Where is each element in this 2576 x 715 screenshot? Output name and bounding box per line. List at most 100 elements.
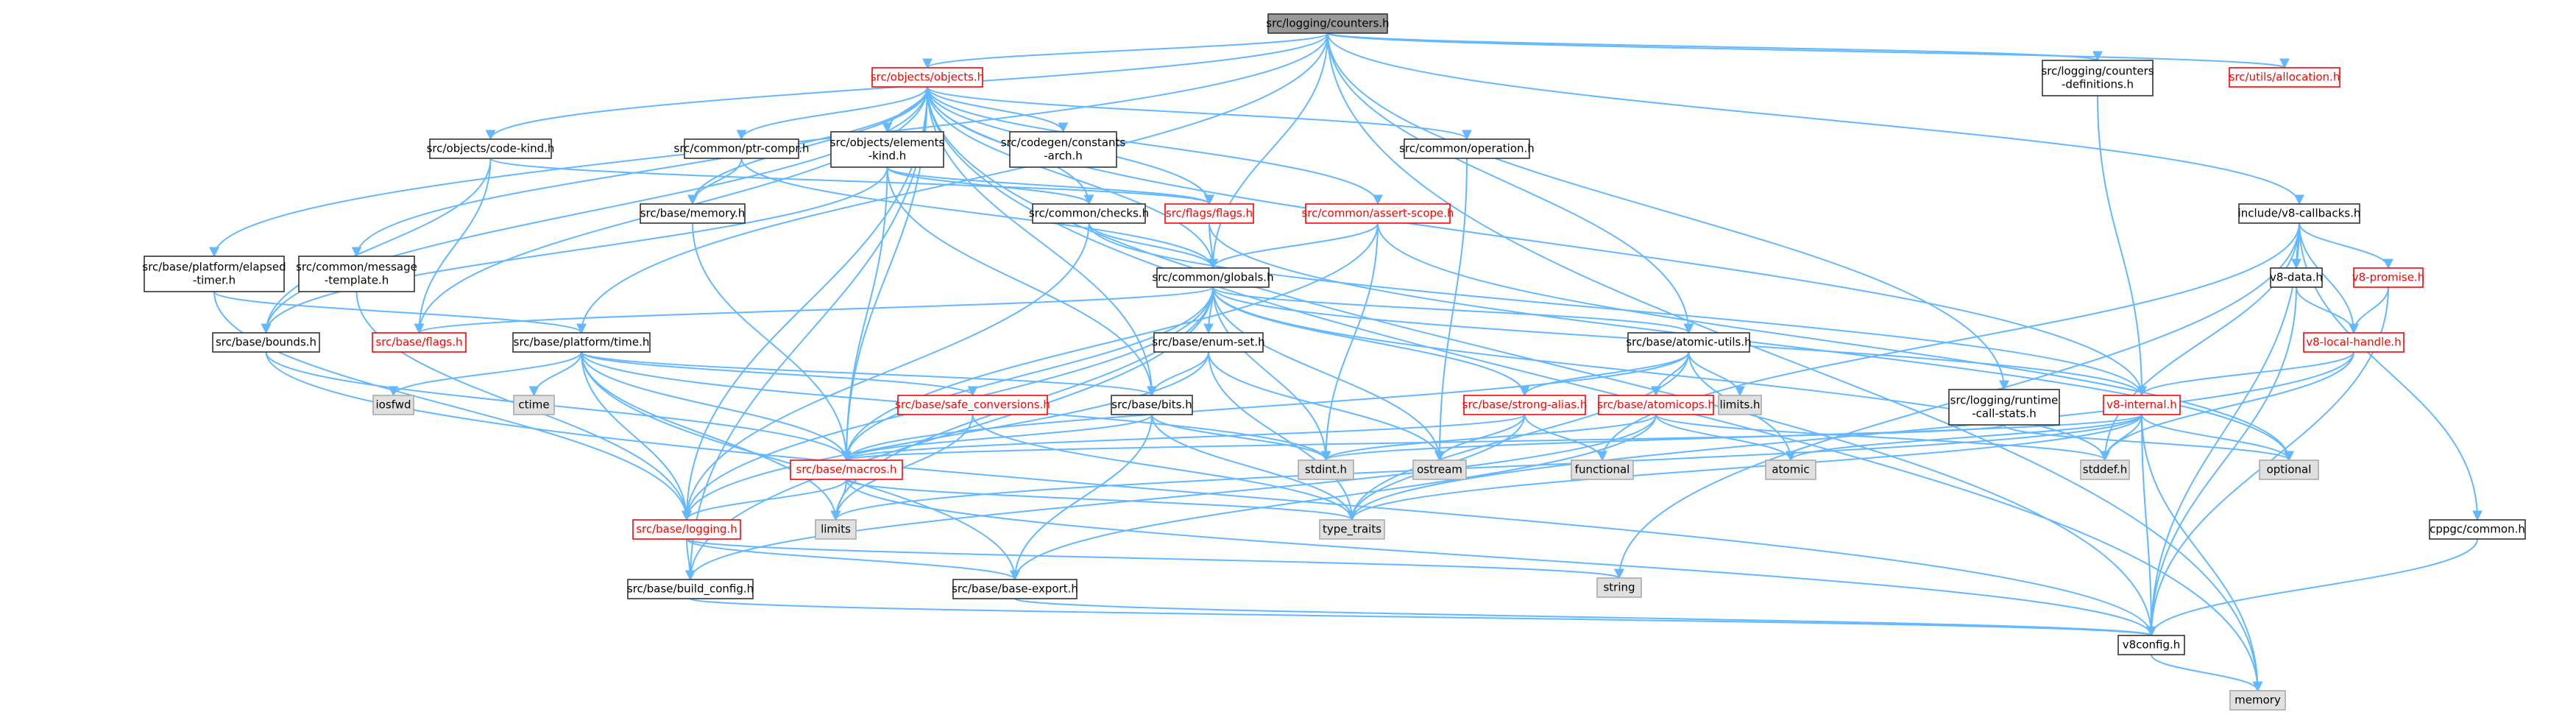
node-box-ctime [513,395,555,415]
edge-root-to-counters_def [1327,32,2103,62]
node-strong_alias[interactable]: src/base/strong-alias.h [1462,395,1588,415]
node-label-msg_template: src/common/message [296,261,417,274]
node-atomic_utils[interactable]: src/base/atomic-utils.h [1626,332,1752,353]
node-label-enum_set: src/base/enum-set.h [1152,336,1264,349]
node-logging[interactable]: src/base/logging.h [632,519,741,540]
node-box-type_traits [1319,519,1385,540]
edge-layer [209,32,2483,692]
node-code_kind[interactable]: src/objects/code-kind.h [427,138,555,159]
node-bounds[interactable]: src/base/bounds.h [212,332,320,353]
node-label-counters_def: -definitions.h [2062,78,2134,91]
node-operation[interactable]: src/common/operation.h [1399,138,1535,159]
node-label-optional: optional [2267,463,2312,476]
node-v8config[interactable]: v8config.h [2117,635,2185,655]
node-base_export[interactable]: src/base/base-export.h [952,579,1078,599]
node-bits[interactable]: src/base/bits.h [1111,395,1193,415]
node-v8_local_handle[interactable]: v8-local-handle.h [2303,332,2405,353]
edge-atomic_utils-to-strong_alias [1519,351,1690,397]
node-label-v8_data: v8-data.h [2270,271,2323,284]
node-label-limits: limits [821,523,851,536]
node-label-codegen_consts: -arch.h [1044,149,1082,163]
node-label-atomic_utils: src/base/atomic-utils.h [1626,336,1751,349]
node-utils_alloc[interactable]: src/utils/allocation.h [2229,67,2340,88]
node-base_flags[interactable]: src/base/flags.h [372,332,467,353]
node-msg_template[interactable]: src/common/message-template.h [296,256,417,292]
node-ptr_compr[interactable]: src/common/ptr-compr.h [674,138,810,159]
node-box-counters_def [2042,60,2154,96]
node-box-v8_promise [2353,267,2424,288]
edge-checks-to-v8_internal [1088,222,2147,397]
node-cppgc_common[interactable]: cppgc/common.h [2429,519,2526,540]
edge-ptr_compr-to-globals [740,158,1218,270]
edge-v8_internal-to-memory [2141,414,2263,692]
node-label-string: string [1603,581,1635,594]
node-rcs[interactable]: src/logging/runtime-call-stats.h [1948,389,2060,426]
node-box-bits [1111,395,1193,415]
edge-elements_kind-to-bounds [261,166,888,334]
node-flags_flags[interactable]: src/flags/flags.h [1164,203,1254,224]
node-base_memory[interactable]: src/base/memory.h [640,203,746,224]
node-macros[interactable]: src/base/macros.h [790,459,903,480]
edge-code_kind-to-bounds [261,158,492,334]
edge-atomic_utils-to-macros [841,351,1690,462]
node-label-functional: functional [1575,463,1630,476]
edge-atomicops-to-build_config [685,414,1657,581]
edge-elapsed_timer-to-platform_time [213,291,587,334]
node-label-elapsed_timer: -timer.h [193,274,236,287]
edge-v8_data-to-v8_local_handle [2296,286,2359,334]
node-box-v8_data [2270,267,2323,288]
node-box-safe_conv [897,395,1048,415]
node-objects[interactable]: src/objects/objects.h [871,67,984,88]
node-box-strong_alias [1463,395,1586,415]
node-safe_conv[interactable]: src/base/safe_conversions.h [895,395,1050,415]
node-platform_time[interactable]: src/base/platform/time.h [512,332,651,353]
node-v8_internal[interactable]: v8-internal.h [2103,395,2181,415]
node-box-root [1267,13,1388,34]
edge-atomicops-to-stdint [1320,414,1657,462]
node-enum_set[interactable]: src/base/enum-set.h [1152,332,1265,353]
node-box-codegen_consts [1009,131,1117,168]
node-counters_def[interactable]: src/logging/counters-definitions.h [2041,60,2154,96]
node-v8_callbacks[interactable]: include/v8-callbacks.h [2238,203,2361,224]
node-v8_promise[interactable]: v8-promise.h [2352,267,2424,288]
node-v8_data[interactable]: v8-data.h [2270,267,2323,288]
edge-platform_time-to-safe_conv [581,351,978,397]
edge-v8_callbacks-to-v8_local_handle [2299,222,2359,334]
edge-counters_def-to-v8_internal [2097,95,2147,397]
edge-root-to-atomic_utils [1327,32,1694,334]
edge-elements_kind-to-checks [886,166,1094,205]
node-label-strong_alias: src/base/strong-alias.h [1462,398,1588,412]
edge-platform_time-to-iosfwd [388,351,582,397]
node-label-base_flags: src/base/flags.h [375,336,462,349]
edge-bits-to-stdint [1151,414,1331,462]
edge-assert_scope-to-optional [1377,222,2294,462]
edge-code_kind-to-base_flags [414,158,492,334]
node-stddef: stddef.h [2080,459,2130,480]
node-build_config[interactable]: src/base/build_config.h [627,579,754,599]
node-globals[interactable]: src/common/globals.h [1152,267,1274,288]
edge-root-to-utils_alloc [1327,32,2290,69]
node-label-platform_time: src/base/platform/time.h [514,336,650,349]
edge-v8config-to-memory [2151,654,2263,692]
edge-checks-to-logging [682,222,1090,521]
node-box-v8config [2117,635,2185,655]
node-box-base_flags [372,332,467,353]
node-elements_kind[interactable]: src/objects/elements-kind.h [830,131,945,168]
node-box-base_export [952,579,1078,599]
node-box-functional [1571,459,1634,480]
node-root[interactable]: src/logging/counters.h [1266,13,1390,34]
node-checks[interactable]: src/common/checks.h [1029,203,1149,224]
edge-bounds-to-macros [265,351,852,462]
node-assert_scope[interactable]: src/common/assert-scope.h [1301,203,1454,224]
node-elapsed_timer[interactable]: src/base/platform/elapsed-timer.h [142,256,286,292]
node-codegen_consts[interactable]: src/codegen/constants-arch.h [1001,131,1126,168]
node-box-bounds [212,332,320,353]
node-label-stddef: stddef.h [2083,463,2127,476]
node-atomicops[interactable]: src/base/atomicops.h [1597,395,1715,415]
node-box-string [1596,577,1642,598]
edge-root-to-v8_callbacks [1327,32,2304,205]
edge-platform_time-to-macros [581,351,852,462]
node-label-objects: src/objects/objects.h [871,71,984,84]
node-box-elapsed_timer [144,256,285,292]
edge-v8_internal-to-type_traits [1347,414,2142,521]
